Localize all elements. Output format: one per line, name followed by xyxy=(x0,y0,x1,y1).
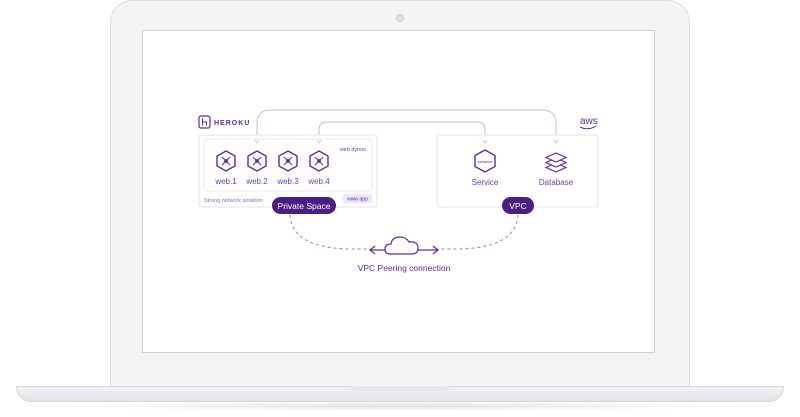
vpc-pill-label: VPC xyxy=(509,201,526,211)
connector-outer xyxy=(256,109,557,138)
aws-vpc-box xyxy=(436,134,599,208)
camera-icon xyxy=(396,14,404,22)
heroku-logo xyxy=(198,115,211,129)
web-dynos-label: web dynos xyxy=(339,147,367,153)
database-icon xyxy=(544,152,568,173)
app-badge-label: www app xyxy=(347,197,368,203)
dyno-label: web.1 xyxy=(214,177,237,186)
dyno-label: web.4 xyxy=(307,177,330,186)
dyno-network-icon xyxy=(283,156,293,166)
service-instance-icon: Instance xyxy=(474,149,496,173)
connector-inner xyxy=(318,121,486,138)
vpc-pill xyxy=(502,197,534,214)
cloud-icon xyxy=(384,236,419,255)
dyno-network-icon xyxy=(252,156,262,166)
svg-text:Instance: Instance xyxy=(477,159,493,164)
laptop-base-notch xyxy=(350,386,450,391)
service-label: Service xyxy=(472,178,499,187)
dyno-web-2: web.2 xyxy=(245,150,268,186)
network-isolation-label: Strong network isolation xyxy=(204,198,263,204)
peering-dashed-right xyxy=(440,214,519,250)
connector-tip xyxy=(254,139,559,144)
dyno-label: web.2 xyxy=(245,177,268,186)
aws-wordmark: aws xyxy=(580,116,598,127)
private-space-pill-label: Private Space xyxy=(278,201,331,211)
dyno-network-icon xyxy=(221,156,231,166)
dyno-label: web.3 xyxy=(276,177,299,186)
dyno-web-3: web.3 xyxy=(276,150,299,186)
laptop-shadow xyxy=(60,401,740,411)
dyno-web-4: web.4 xyxy=(307,150,330,186)
aws-smile-icon xyxy=(579,125,597,130)
app-badge xyxy=(343,194,372,203)
dyno-web-1: web.1 xyxy=(214,150,237,186)
peering-dashed-left xyxy=(289,214,368,250)
dyno-network-icon xyxy=(314,156,324,166)
peering-connection-label: VPC Peering connection xyxy=(358,263,451,273)
private-space-pill xyxy=(272,197,336,214)
heroku-wordmark: HEROKU xyxy=(214,120,250,127)
database-label: Database xyxy=(539,178,574,187)
